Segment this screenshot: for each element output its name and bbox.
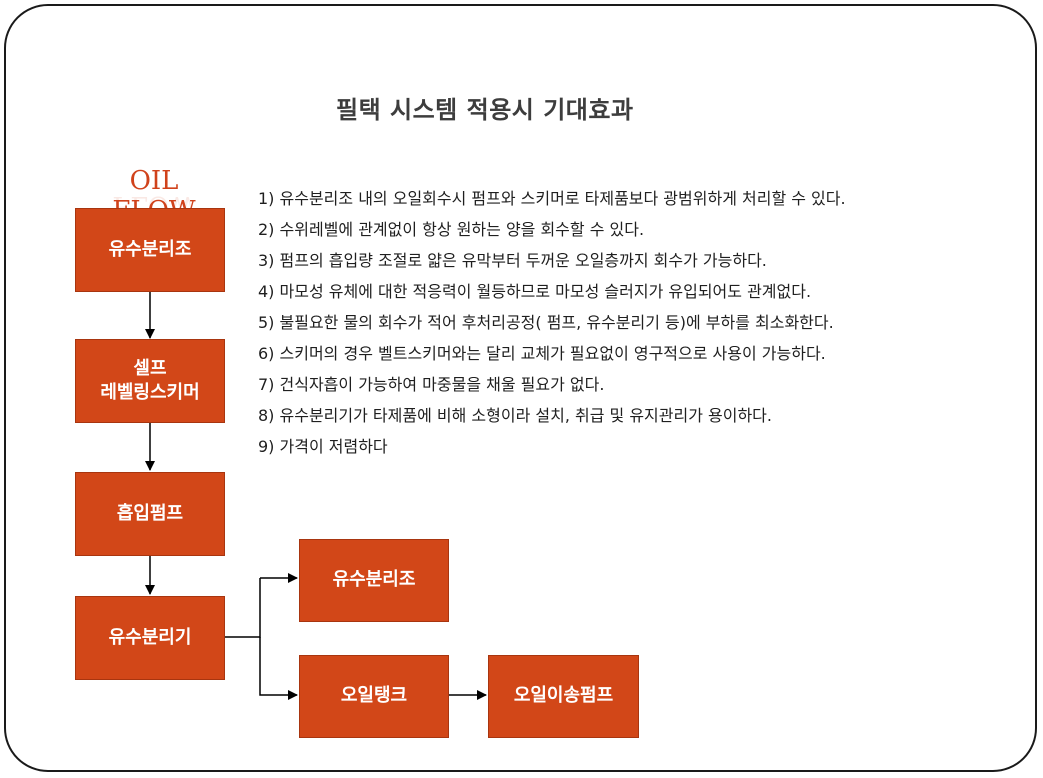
benefit-list: 1) 유수분리조 내의 오일회수시 펌프와 스키머로 타제품보다 광범위하게 처…	[258, 185, 1018, 464]
arrow-to-oil-tank	[259, 637, 298, 700]
benefit-item: 3) 펌프의 흡입량 조절로 얇은 유막부터 두꺼운 오일층까지 회수가 가능하…	[258, 251, 767, 270]
box-oil-water-separator-tank: 유수분리조	[75, 208, 225, 292]
benefit-item: 7) 건식자흡이 가능하여 마중물을 채울 필요가 없다.	[258, 375, 605, 394]
benefit-item: 9) 가격이 저렴하다	[258, 437, 388, 456]
benefit-item: 1) 유수분리조 내의 오일회수시 펌프와 스키머로 타제품보다 광범위하게 처…	[258, 189, 846, 208]
benefit-item: 8) 유수분리기가 타제품에 비해 소형이라 설치, 취급 및 유지관리가 용이…	[258, 406, 772, 425]
slide-title: 필택 시스템 적용시 기대효과	[336, 96, 634, 124]
box-oil-transfer-pump: 오일이송펌프	[488, 655, 639, 738]
box-return-separator-tank: 유수분리조	[299, 539, 449, 622]
box-oil-water-separator: 유수분리기	[75, 596, 225, 680]
box-self-leveling-skimmer: 셀프 레벨링스키머	[75, 339, 225, 423]
box-suction-pump: 흡입펌프	[75, 472, 225, 556]
benefit-item: 4) 마모성 유체에 대한 적응력이 월등하므로 마모성 슬러지가 유입되어도 …	[258, 282, 812, 301]
benefit-item: 5) 불필요한 물의 회수가 적어 후처리공정( 펌프, 유수분리기 등)에 부…	[258, 313, 834, 332]
benefit-item: 2) 수위레벨에 관계없이 항상 원하는 양을 회수할 수 있다.	[258, 220, 645, 239]
arrow-separator-branch	[224, 578, 261, 638]
benefit-item: 6) 스키머의 경우 벨트스키머와는 달리 교체가 필요없이 영구적으로 사용이…	[258, 344, 826, 363]
box-oil-tank: 오일탱크	[299, 655, 449, 738]
